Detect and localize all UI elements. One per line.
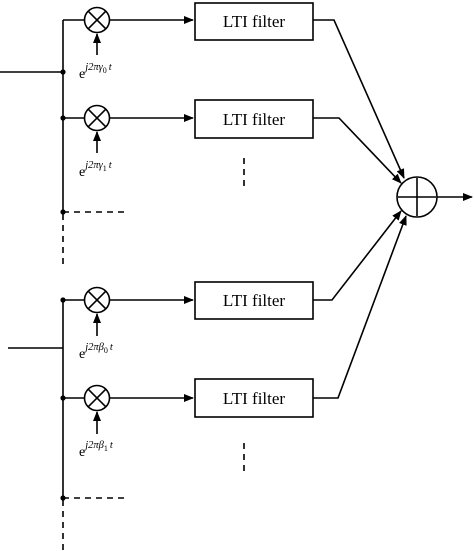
wire-to-summer — [313, 210, 402, 301]
junction-dot — [60, 69, 66, 75]
phasor-variable: t — [110, 440, 114, 451]
phasor-base: e — [79, 347, 85, 362]
phasor-base: e — [79, 445, 85, 460]
mixer-gamma1 — [83, 104, 111, 132]
phasor-variable: t — [109, 160, 113, 171]
phasor-symbol: γ — [99, 62, 104, 73]
phasor-symbol: γ — [99, 160, 104, 171]
mixer-gamma0 — [83, 6, 111, 34]
phasor-variable: t — [109, 62, 113, 73]
wire-to-summer — [313, 215, 407, 399]
phasor-exponent: j2π — [83, 342, 99, 353]
phasor-index: 1 — [104, 444, 108, 453]
wire-to-summer — [313, 19, 405, 179]
lti-filter-beta0: LTI filter — [194, 281, 314, 320]
phasor-base: e — [79, 67, 85, 82]
summing-junction — [396, 176, 438, 218]
filter-label: LTI filter — [223, 110, 285, 129]
phasor-exponent: j2π — [83, 62, 99, 73]
phasor-symbol: β — [98, 440, 105, 451]
filter-label: LTI filter — [223, 291, 285, 310]
phasor-exponent: j2π — [83, 440, 99, 451]
lti-filter-gamma0: LTI filter — [194, 2, 314, 41]
phasor-index: 0 — [103, 66, 107, 75]
phasor-index: 0 — [104, 346, 108, 355]
filter-label: LTI filter — [223, 12, 285, 31]
lti-filter-beta1: LTI filter — [194, 378, 314, 418]
phasor-symbol: β — [98, 342, 105, 353]
mixer-beta0 — [83, 286, 111, 314]
phasor-base: e — [79, 165, 85, 180]
lti-filter-gamma1: LTI filter — [194, 99, 314, 139]
wire-to-summer — [313, 117, 402, 184]
phasor-variable: t — [110, 342, 114, 353]
phasor-exponent: j2π — [83, 160, 99, 171]
mixer-beta1 — [83, 384, 111, 412]
filter-label: LTI filter — [223, 389, 285, 408]
phasor-index: 1 — [103, 164, 107, 173]
